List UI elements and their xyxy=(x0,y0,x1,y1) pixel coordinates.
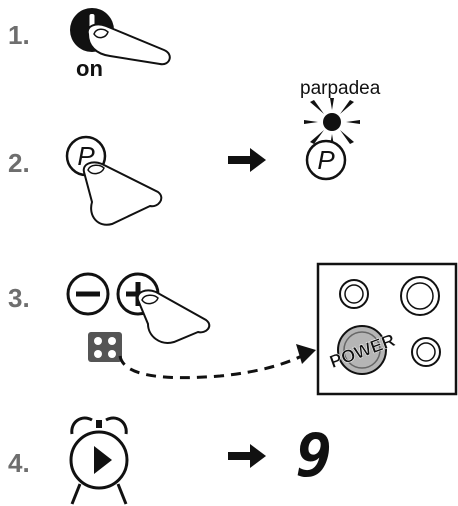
step-number-3: 3. xyxy=(8,283,30,313)
zone-small-bottom-right xyxy=(411,337,441,367)
on-label: on xyxy=(76,56,103,81)
dashed-arrow-icon xyxy=(118,344,316,380)
blink-indicator-icon xyxy=(304,98,360,146)
right-arrow-icon xyxy=(228,444,266,468)
display-value: 9 xyxy=(296,421,333,491)
pressing-finger-icon xyxy=(136,289,211,344)
pressing-finger-icon xyxy=(86,23,171,66)
alarm-clock-timer-icon[interactable] xyxy=(64,412,134,506)
program-key-label-blinking: P xyxy=(317,145,335,175)
blink-label: parpadea xyxy=(300,78,381,99)
program-p-button-icon: P xyxy=(305,139,347,181)
zone-large-top-right xyxy=(400,276,440,316)
step-number-2: 2. xyxy=(8,148,30,178)
step-number-1: 1. xyxy=(8,20,30,50)
step-number-4: 4. xyxy=(8,448,30,478)
cooking-zone-selector-icon[interactable] xyxy=(88,332,122,362)
step2-right-illustration: P xyxy=(304,98,360,181)
step3-left-illustration xyxy=(66,272,211,362)
step2-left-illustration: P xyxy=(65,135,163,226)
pressing-finger-icon xyxy=(82,161,163,226)
step1-illustration xyxy=(70,8,171,66)
hob-panel: POWER xyxy=(316,262,458,396)
zone-small-top-left xyxy=(339,279,369,309)
right-arrow-icon xyxy=(228,148,266,172)
minus-button-icon[interactable] xyxy=(66,272,110,316)
